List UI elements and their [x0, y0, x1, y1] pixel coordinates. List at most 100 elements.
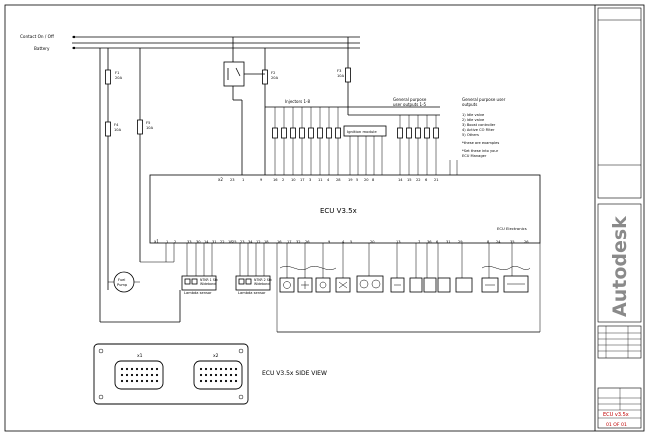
svg-text:12: 12: [256, 240, 261, 244]
gp-item-1: 1) Idle valve: [462, 113, 485, 117]
svg-text:23: 23: [240, 240, 245, 244]
gp-item-4: 4) Active CO Filter: [462, 128, 495, 132]
svg-text:22: 22: [220, 240, 225, 244]
autodesk-logo-box: [597, 203, 642, 323]
svg-text:1: 1: [166, 240, 168, 244]
title-block: [597, 387, 642, 429]
ecu-manager-note-1: *Set these into your: [462, 149, 499, 153]
side-connector-x2-label: x2: [213, 353, 219, 359]
svg-text:2: 2: [174, 240, 176, 244]
gp-item-3: 3) Boost controller: [462, 123, 496, 127]
contact-label: Contact On / Off: [20, 34, 54, 39]
fuse-f3-label: F3: [337, 69, 341, 73]
fuel-pump: [113, 271, 135, 293]
svg-text:26: 26: [524, 240, 529, 244]
gp-heading-b2: outputs: [462, 102, 477, 107]
lambda-sensor-2-label: Lambda sensor: [238, 291, 266, 295]
ecu-brand: ECU Electronics: [497, 226, 527, 231]
ecu-manager-note-2: ECU Manager: [462, 154, 487, 158]
svg-text:18: 18: [228, 240, 233, 244]
svg-text:7: 7: [418, 240, 420, 244]
gp-heading-a1: General purpose: [393, 97, 427, 102]
svg-text:14: 14: [204, 240, 209, 244]
svg-text:14: 14: [398, 178, 403, 182]
x2-pin-labels: 23 1 9 16 2 10 17 3 11 4 28 19 5 20 8 14…: [230, 178, 439, 182]
svg-text:31: 31: [446, 240, 451, 244]
fuse-f2-label: F2: [271, 71, 275, 75]
svg-text:20: 20: [370, 240, 375, 244]
fuel-pump-label-1: Fuel: [118, 278, 125, 282]
connector-x2-label: x2: [218, 177, 223, 182]
svg-text:20: 20: [364, 178, 369, 182]
svg-text:30: 30: [196, 240, 201, 244]
svg-text:33: 33: [187, 240, 192, 244]
side-connector-x1-label: x1: [137, 353, 143, 359]
svg-text:8: 8: [487, 240, 490, 244]
drawing-frame: [4, 4, 645, 432]
lambda-sensor-1: [181, 275, 217, 291]
svg-text:25: 25: [232, 240, 237, 244]
gp-item-2: 2) Idle valve: [462, 118, 485, 122]
svg-text:9: 9: [328, 240, 331, 244]
svg-text:3: 3: [309, 178, 311, 182]
svg-text:22: 22: [416, 178, 421, 182]
examples-note: *these are examples: [462, 141, 499, 145]
fuse-f1-label: F1: [115, 71, 119, 75]
ignition-module: [343, 125, 387, 137]
svg-text:16: 16: [273, 178, 278, 182]
injectors-heading: Injectors 1-8: [285, 99, 310, 104]
lambda-sensor-2: [235, 275, 271, 291]
svg-text:2: 2: [282, 178, 284, 182]
svg-text:5: 5: [356, 178, 358, 182]
svg-text:17: 17: [287, 240, 292, 244]
svg-text:16: 16: [277, 240, 282, 244]
ecu-title: ECU V3.5x: [320, 207, 357, 215]
injector-array: [272, 107, 341, 175]
svg-text:23: 23: [230, 178, 235, 182]
revision-table: [597, 325, 642, 359]
svg-text:8: 8: [372, 178, 375, 182]
svg-text:18: 18: [264, 240, 269, 244]
gp-heading-b1: General purpose user: [462, 97, 506, 102]
fuse-f4-rating: 10A: [114, 128, 122, 132]
gp-item-5: 5) Others: [462, 133, 479, 137]
svg-text:Wideband: Wideband: [254, 282, 270, 286]
fuse-f4-label: F4: [114, 123, 119, 127]
svg-text:5: 5: [350, 240, 352, 244]
ecu-module: [149, 174, 541, 244]
fuse-f5-rating: 10A: [146, 126, 154, 130]
svg-text:11: 11: [318, 178, 323, 182]
svg-text:1: 1: [242, 178, 244, 182]
gp-output-array: [397, 115, 439, 175]
svg-text:31: 31: [212, 240, 217, 244]
battery-label: Battery: [34, 46, 50, 51]
svg-text:24: 24: [496, 240, 501, 244]
svg-text:28: 28: [336, 178, 341, 182]
sensor-blocks: [279, 275, 529, 293]
svg-text:9: 9: [260, 178, 263, 182]
drawing-title: ECU v3.5x: [603, 412, 629, 418]
svg-text:34: 34: [248, 240, 253, 244]
sheet-number: 01 OF 01: [606, 422, 627, 428]
svg-text:21: 21: [434, 178, 439, 182]
svg-text:36: 36: [427, 240, 432, 244]
svg-text:4: 4: [327, 178, 330, 182]
main-relay: [223, 61, 245, 87]
svg-text:10: 10: [291, 178, 296, 182]
side-view-caption: ECU V3.5x SIDE VIEW: [262, 370, 327, 377]
fuse-f1-rating: 20A: [115, 76, 123, 80]
svg-text:29: 29: [458, 240, 463, 244]
svg-text:6: 6: [425, 178, 428, 182]
autodesk-logo: Autodesk: [609, 216, 631, 317]
svg-text:15: 15: [407, 178, 412, 182]
x1-pin-labels: 1 2 33 30 14 31 22 18 25 23 34 12 18 16 …: [166, 240, 529, 244]
fuse-f3-rating: 10A: [337, 74, 345, 78]
fuse-f2-rating: 20A: [271, 76, 279, 80]
gp-heading-a2: user outputs 1-5: [393, 102, 427, 107]
svg-text:Wideband: Wideband: [200, 282, 216, 286]
svg-text:32: 32: [296, 240, 301, 244]
svg-text:13: 13: [396, 240, 401, 244]
svg-text:17: 17: [300, 178, 305, 182]
